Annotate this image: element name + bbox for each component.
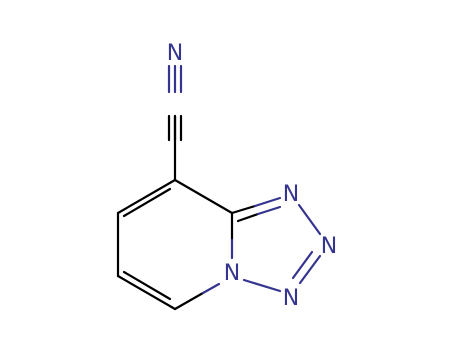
- bond-c8-c7: [116, 178, 177, 215]
- bond-c6-c5: [116, 274, 177, 311]
- atom-label-n3: N: [283, 286, 299, 311]
- bond-c5-nbridge-a: [173, 291, 205, 311]
- bond-c6-c5-double: [122, 270, 172, 301]
- bond-c8a-n1-double-b: [256, 205, 282, 216]
- atom-label-n1: N: [283, 182, 299, 207]
- bonds: [116, 64, 322, 311]
- bond-c8a-n1-b: [253, 196, 282, 208]
- bond-c8a-n1-double-a: [236, 212, 260, 223]
- atom-label-n2: N: [321, 234, 337, 259]
- bond-c8a-n1-a: [230, 204, 257, 215]
- atom-label-nitrile-n: N: [167, 41, 183, 66]
- bond-n1-n2: [297, 203, 322, 236]
- bond-c8-c7-double: [122, 187, 172, 218]
- bond-n2-n3: [298, 254, 322, 285]
- bond-n3-nbridge: [242, 278, 282, 293]
- atom-labels: N N N N N: [167, 41, 337, 311]
- bond-n2-n3-double: [291, 250, 314, 280]
- bond-c8-c8a: [173, 178, 234, 215]
- atom-label-bridge-n: N: [224, 261, 240, 286]
- bond-c5-nbridge-b: [201, 282, 221, 295]
